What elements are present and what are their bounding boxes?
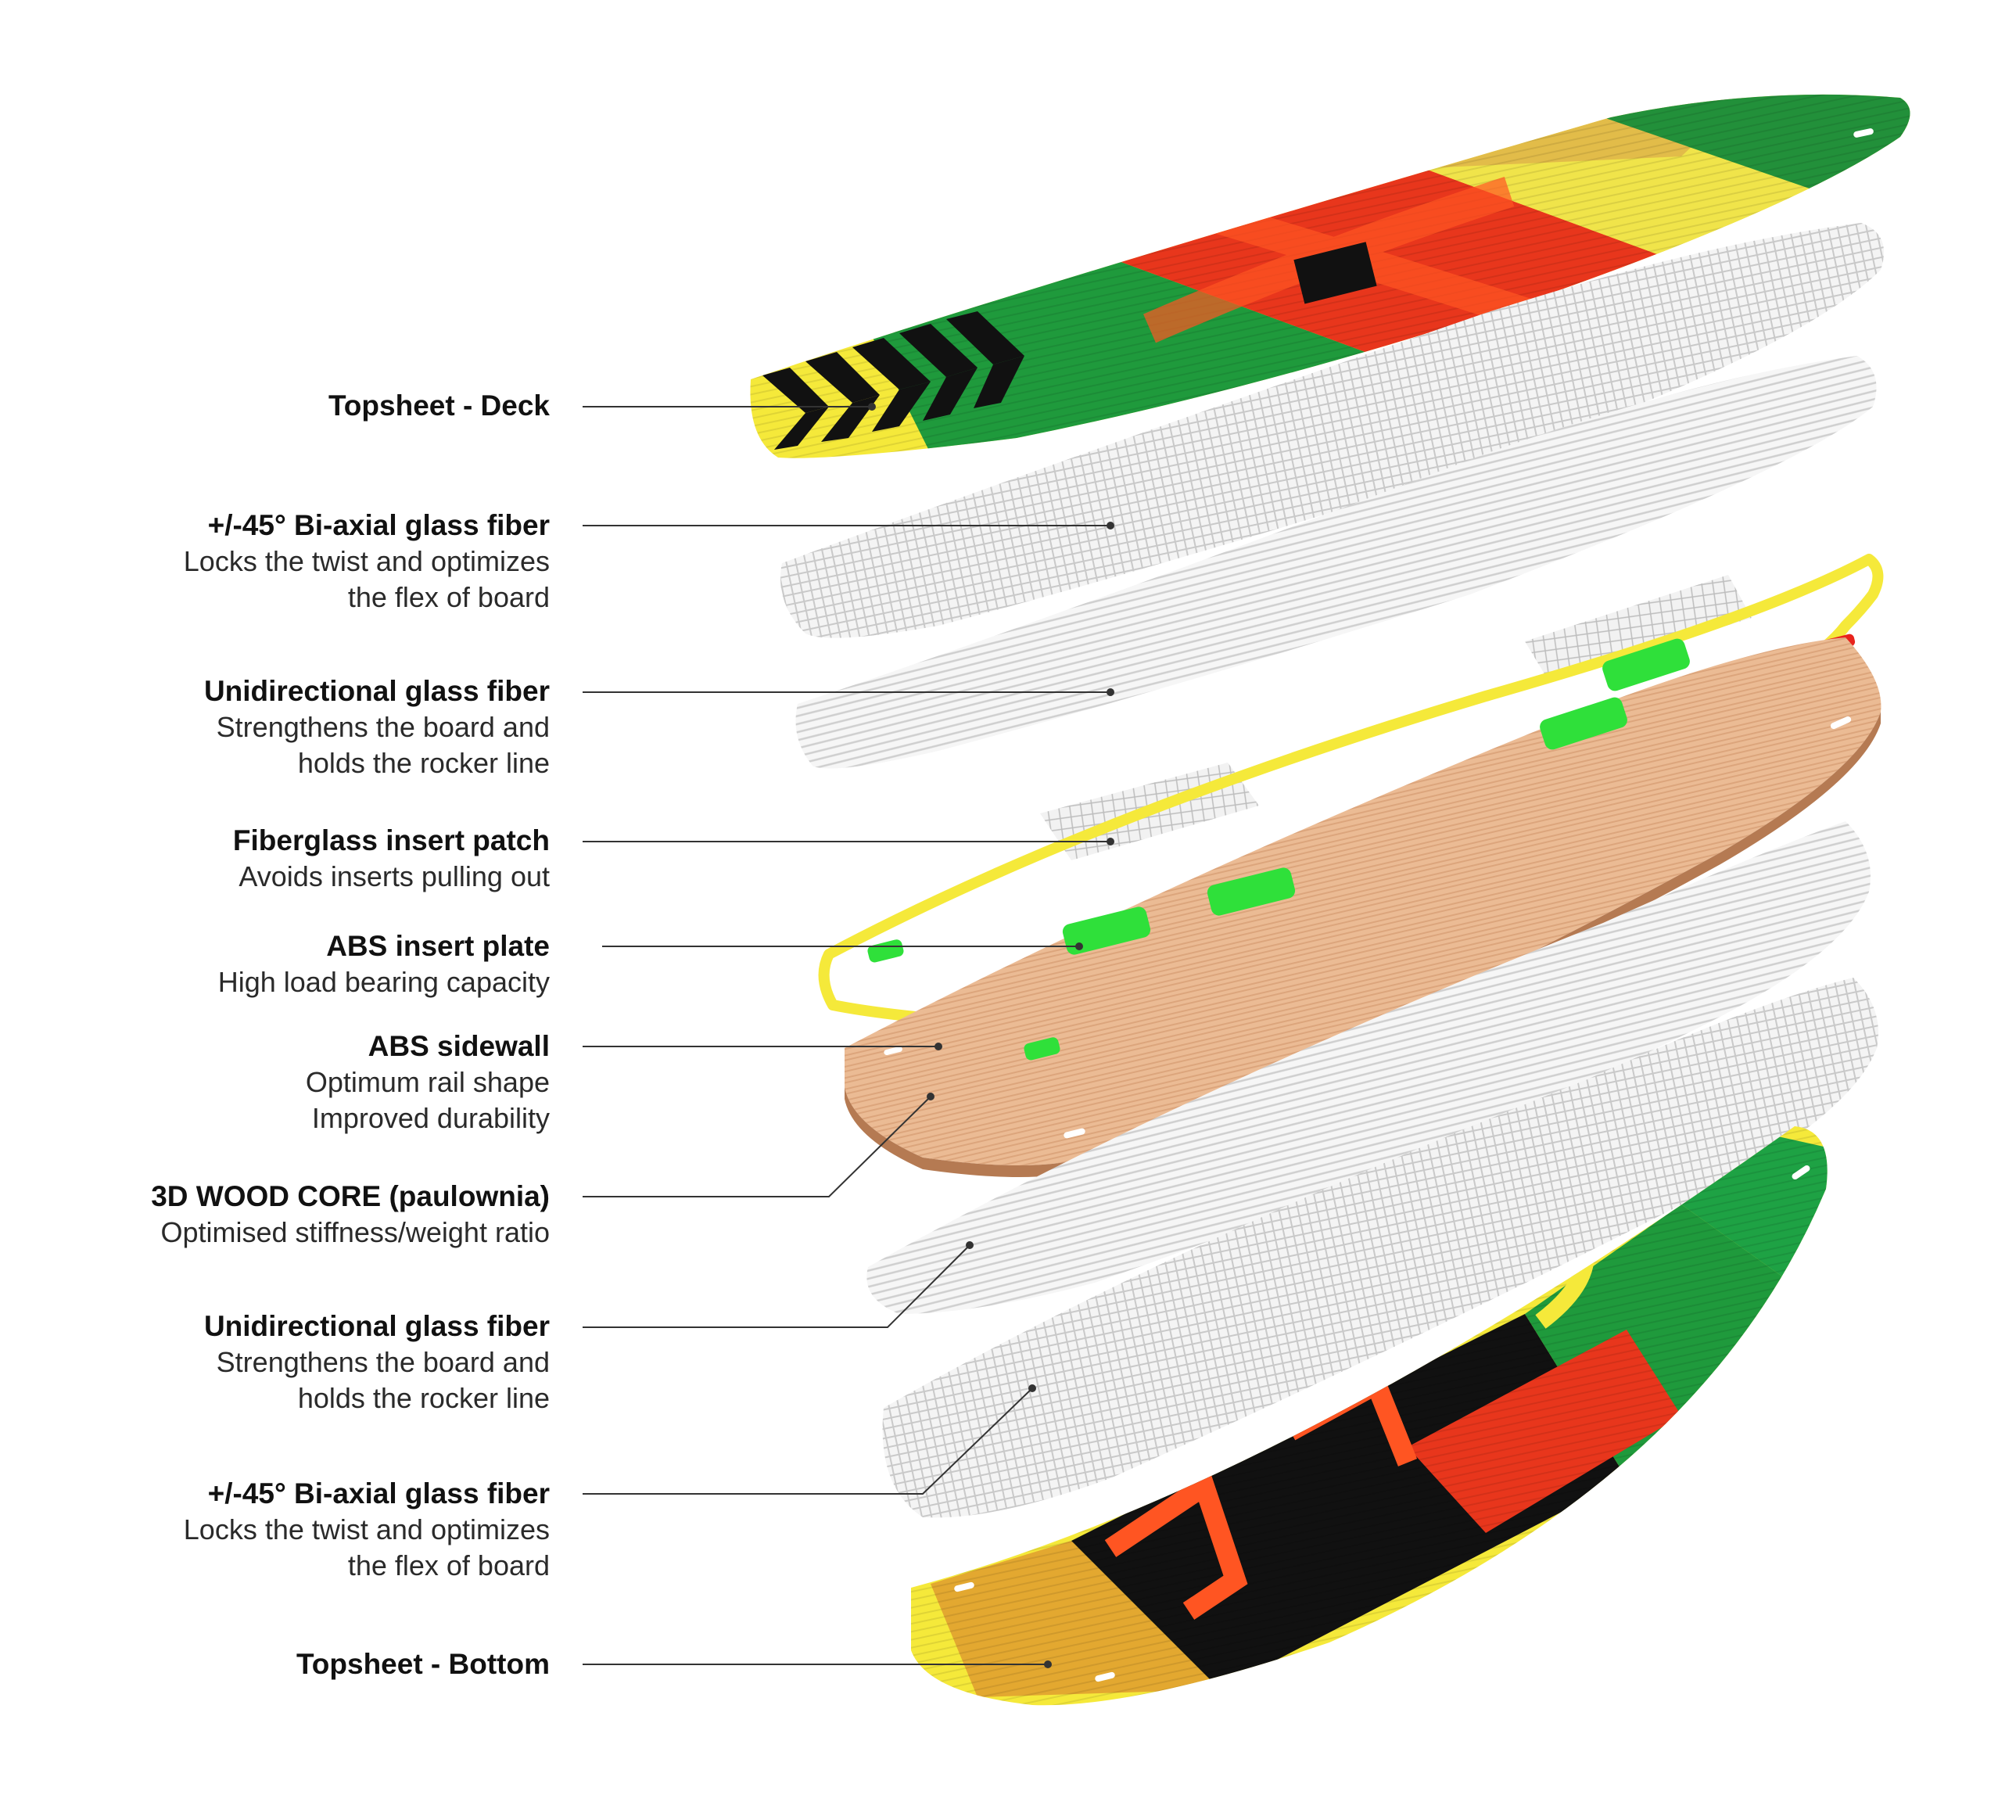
abs-insert-plates [867,638,1690,1061]
label-title: 3D WOOD CORE (paulownia) [151,1180,550,1212]
label-fiberglass-insert-patch: Fiberglass insert patch Avoids inserts p… [233,823,550,895]
label-desc-line: Strengthens the board and [216,711,550,743]
label-title: Topsheet - Deck [328,389,550,422]
leader-lines [583,403,1114,1668]
label-desc-line: High load bearing capacity [217,966,550,998]
label-biaxial-glass-fiber-top: +/-45° Bi-axial glass fiber Locks the tw… [184,508,550,616]
biaxial-glass-fiber-top-layer [780,223,1885,638]
label-title: Unidirectional glass fiber [203,1310,550,1342]
label-3d-wood-core: 3D WOOD CORE (paulownia) Optimised stiff… [151,1179,550,1251]
label-desc-line: Optimised stiffness/weight ratio [160,1216,550,1248]
label-desc-line: the flex of board [347,1549,550,1581]
label-desc-line: Locks the twist and optimizes [183,1513,550,1545]
unidirectional-glass-fiber-top-layer [795,356,1877,769]
unidirectional-glass-fiber-bottom-layer [866,821,1871,1314]
label-title: +/-45° Bi-axial glass fiber [207,509,550,541]
label-desc-line: Locks the twist and optimizes [183,545,550,577]
leader-unidirectional-bottom [583,1244,970,1328]
label-title: Topsheet - Bottom [296,1648,550,1680]
label-biaxial-glass-fiber-bottom: +/-45° Bi-axial glass fiber Locks the tw… [184,1476,550,1584]
label-desc-line: the flex of board [347,581,550,613]
label-desc-line: Optimum rail shape [305,1066,550,1098]
label-abs-insert-plate: ABS insert plate High load bearing capac… [218,928,550,1000]
biaxial-glass-fiber-bottom-layer [882,978,1878,1518]
label-topsheet-deck: Topsheet - Deck [328,388,550,424]
label-desc-line: holds the rocker line [297,747,550,779]
label-desc-line: Improved durability [311,1102,550,1134]
label-title: Fiberglass insert patch [232,824,550,856]
leader-biaxial-bottom [583,1387,1033,1495]
wood-core-layer [845,637,1881,1177]
label-abs-sidewall: ABS sidewall Optimum rail shape Improved… [306,1028,550,1136]
label-topsheet-bottom: Topsheet - Bottom [296,1646,550,1682]
label-desc-line: holds the rocker line [297,1382,550,1414]
label-title: ABS sidewall [368,1030,550,1062]
label-unidirectional-glass-fiber-top: Unidirectional glass fiber Strengthens t… [204,673,550,781]
label-title: +/-45° Bi-axial glass fiber [207,1477,550,1509]
label-title: ABS insert plate [326,930,550,962]
label-unidirectional-glass-fiber-bottom: Unidirectional glass fiber Strengthens t… [204,1308,550,1416]
label-title: Unidirectional glass fiber [203,675,550,707]
label-desc-line: Avoids inserts pulling out [239,860,550,892]
leader-wood-core [583,1096,931,1197]
label-desc-line: Strengthens the board and [216,1346,550,1378]
